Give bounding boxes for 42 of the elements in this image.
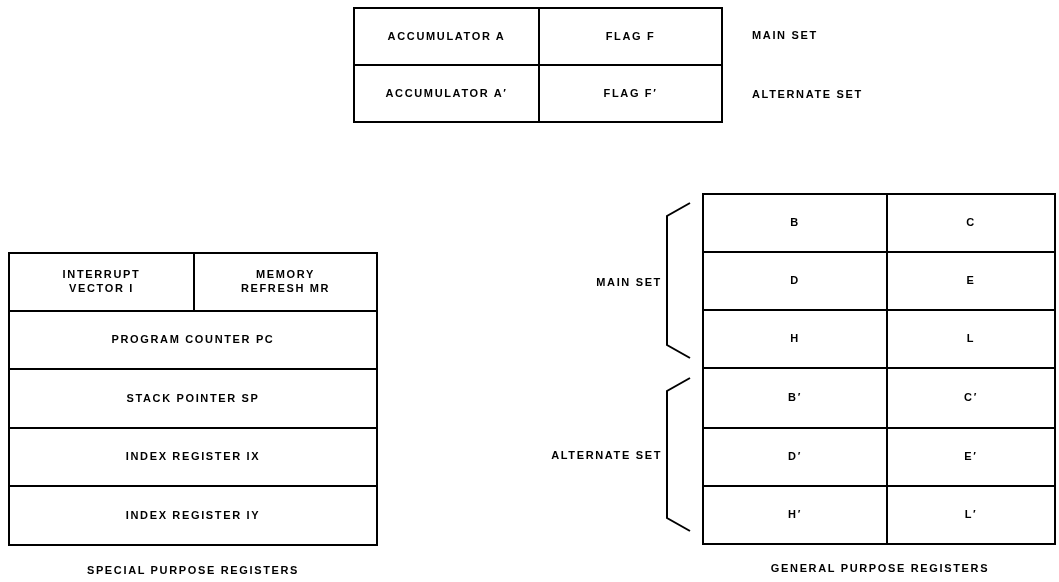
register-name: INDEX REGISTER IX [125, 450, 261, 464]
register-cell [886, 485, 1056, 545]
register-name: MEMORY REFRESH MR [239, 268, 332, 296]
register-name: B [790, 216, 800, 230]
register-name: L′ [964, 508, 978, 522]
set-label: MAIN SET [752, 28, 818, 43]
register-name: H [790, 332, 800, 346]
register-cell [353, 7, 540, 66]
set-label: ALTERNATE SET [551, 448, 662, 463]
register-name: STACK POINTER SP [126, 391, 260, 406]
register-name: FLAG F′ [603, 86, 658, 101]
register-name: E′ [964, 450, 978, 464]
register-name: INTERRUPT VECTOR I [61, 268, 142, 296]
set-label: GENERAL PURPOSE REGISTERS [769, 561, 991, 576]
register-cell [353, 64, 540, 123]
register-cell [886, 193, 1056, 253]
register-cell [702, 193, 888, 253]
set-label: MAIN SET [596, 275, 662, 290]
register-name: C′ [964, 391, 978, 405]
register-name: PROGRAM COUNTER PC [111, 333, 275, 347]
register-name: ACCUMULATOR A [387, 29, 506, 44]
register-name: H′ [788, 508, 802, 522]
register-name: ACCUMULATOR A′ [385, 86, 508, 101]
register-name: E [966, 274, 976, 288]
register-cell [538, 64, 723, 123]
register-cell [702, 485, 888, 545]
register-cell [8, 310, 378, 370]
register-cell [8, 368, 378, 429]
set-label: SPECIAL PURPOSE REGISTERS [85, 563, 301, 578]
register-name: B′ [788, 391, 802, 405]
register-name: D [790, 274, 800, 288]
register-cell [8, 427, 378, 487]
register-cell [8, 252, 195, 312]
register-cell [8, 485, 378, 546]
register-name: C [966, 216, 976, 230]
register-name: INDEX REGISTER IY [125, 508, 261, 523]
register-name: D′ [788, 450, 802, 464]
register-cell [193, 252, 378, 312]
register-name: L [966, 332, 976, 346]
register-name: FLAG F [605, 29, 656, 44]
set-label: ALTERNATE SET [752, 87, 863, 102]
register-cell [538, 7, 723, 66]
